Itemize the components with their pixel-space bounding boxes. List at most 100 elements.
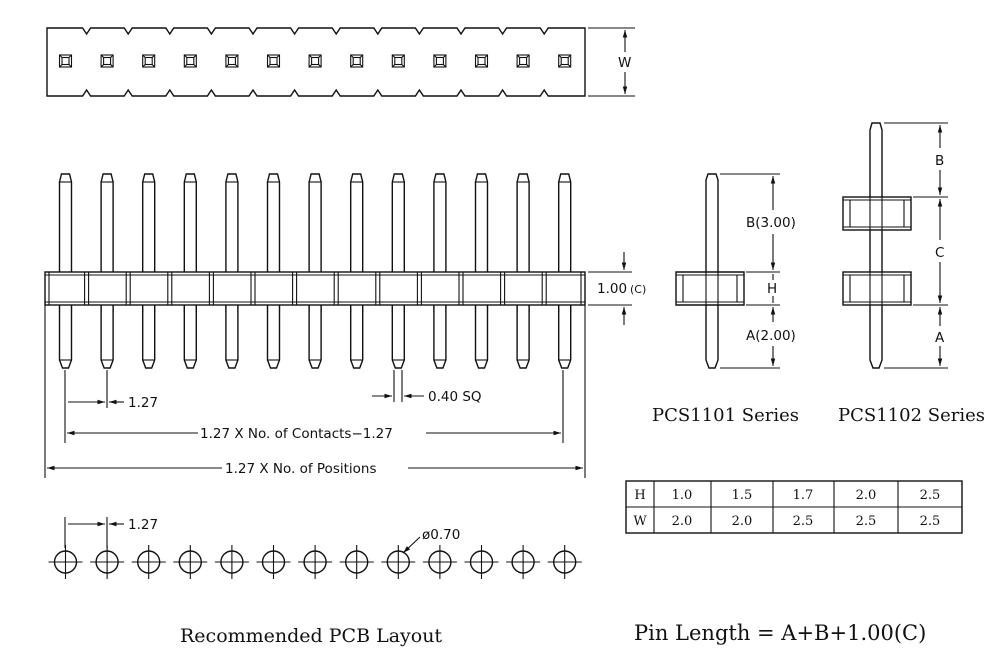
body-height-dimension: 1.00 (C) [588, 252, 646, 325]
pcs1102-side-view: B C A PCS1102 Series [838, 122, 985, 426]
body-height-suffix: (C) [630, 283, 646, 296]
pcb-pitch-dimension: 1.27 [64, 517, 158, 548]
top-view-housing [46, 27, 586, 97]
table-cell: 1.7 [793, 488, 814, 503]
pcs1101-title: PCS1101 Series [652, 405, 799, 426]
top-pad [433, 54, 447, 68]
pcb-hole [256, 545, 291, 579]
pcb-layout-title: Recommended PCB Layout [180, 625, 442, 647]
top-pad [183, 54, 197, 68]
front-view-housing [44, 271, 586, 312]
contacts-label: 1.27 X No. of Contacts−1.27 [200, 426, 393, 442]
pcb-hole [547, 545, 582, 579]
pitch-dimension: 1.27 [64, 370, 158, 443]
pcs1101-side-view: B(3.00) H A(2.00) PCS1101 Series [652, 173, 799, 426]
pcs1102-pin [869, 122, 883, 369]
table-cell: 2.0 [856, 488, 877, 503]
pin-size-label: 0.40 SQ [428, 389, 482, 405]
hole-diameter-label: ø0.70 [422, 527, 460, 543]
hole-diameter-callout: ø0.70 [402, 527, 460, 554]
top-pad [558, 54, 572, 68]
pcs1101-pin [705, 173, 719, 369]
front-pin [391, 173, 405, 369]
pin-length-formula: Pin Length = A+B+1.00(C) [634, 621, 926, 645]
pcs1102-lower-housing [842, 271, 912, 306]
top-view-outline [46, 27, 586, 97]
pcs1101-a-label: A(2.00) [746, 328, 796, 344]
top-pad [142, 54, 156, 68]
pcs1102-a-label: A [935, 330, 945, 346]
pcb-hole [339, 545, 374, 579]
table-cell: 2.0 [732, 514, 753, 529]
pcb-layout: 1.27 ø0.70 Recommended PCB Layout [48, 517, 582, 647]
pin-size-dimension: 0.40 SQ [372, 370, 482, 405]
pcs1101-h-label: H [767, 281, 777, 297]
pcs1102-dimensions: B C A [884, 122, 948, 369]
front-pin [58, 173, 73, 369]
front-pin [350, 173, 364, 369]
front-pin [183, 173, 197, 369]
front-view: 1.00 (C) 1.27 0.40 SQ 1.27 X No. of Cont… [44, 173, 646, 478]
pcb-hole [298, 545, 333, 579]
top-pad [266, 54, 281, 68]
table-row-key: H [634, 488, 645, 503]
pcb-holes [48, 545, 582, 579]
pcs1101-b-label: B(3.00) [746, 215, 796, 231]
pcb-hole [214, 545, 249, 579]
pcs1101-housing [675, 271, 745, 306]
front-pin [433, 173, 447, 369]
table-cell: 1.5 [732, 488, 753, 503]
top-pad [516, 54, 530, 68]
body-height-label: 1.00 [597, 281, 627, 297]
front-pin [225, 173, 239, 369]
front-pin [474, 173, 489, 369]
top-pad [474, 54, 489, 68]
front-pin [558, 173, 572, 369]
front-pin [266, 173, 281, 369]
table-cell: 2.5 [920, 488, 941, 503]
front-view-pins [58, 173, 572, 369]
table-cell: 1.0 [672, 488, 693, 503]
pcb-hole [90, 545, 125, 579]
w-label: W [618, 55, 631, 71]
top-pad [58, 54, 73, 68]
front-pin [100, 173, 114, 369]
top-pad [391, 54, 405, 68]
pcb-hole [422, 545, 457, 579]
front-pin [142, 173, 156, 369]
pcb-hole [131, 545, 166, 579]
w-dimension: W [588, 27, 635, 97]
positions-dimension: 1.27 X No. of Positions [44, 300, 586, 478]
front-pin [516, 173, 530, 369]
pcb-hole [506, 545, 541, 579]
top-pad [100, 54, 114, 68]
pitch-label: 1.27 [128, 395, 158, 411]
pcs1102-title: PCS1102 Series [838, 405, 985, 426]
pcb-hole [464, 545, 499, 579]
pcb-pitch-label: 1.27 [128, 517, 158, 533]
top-view-pads [58, 54, 572, 68]
top-view: W [46, 27, 635, 97]
pcs1102-upper-housing [842, 196, 912, 231]
top-pad [350, 54, 364, 68]
top-pad [225, 54, 239, 68]
positions-label: 1.27 X No. of Positions [225, 461, 377, 477]
pcb-hole [48, 545, 83, 579]
table-cell: 2.5 [920, 514, 941, 529]
table-row-key: W [633, 514, 647, 529]
table-cell: 2.0 [672, 514, 693, 529]
pcs1102-b-label: B [935, 153, 944, 169]
front-housing-outline [44, 271, 586, 306]
top-pad [308, 54, 322, 68]
front-pin [308, 173, 322, 369]
pcb-hole [381, 545, 416, 579]
pcb-hole [173, 545, 208, 579]
contacts-dimension: 1.27 X No. of Contacts−1.27 [67, 370, 564, 443]
pcs1101-dimensions: B(3.00) H A(2.00) [720, 173, 796, 369]
pcs1102-c-label: C [935, 245, 944, 261]
table-cell: 2.5 [856, 514, 877, 529]
table-cell: 2.5 [793, 514, 814, 529]
